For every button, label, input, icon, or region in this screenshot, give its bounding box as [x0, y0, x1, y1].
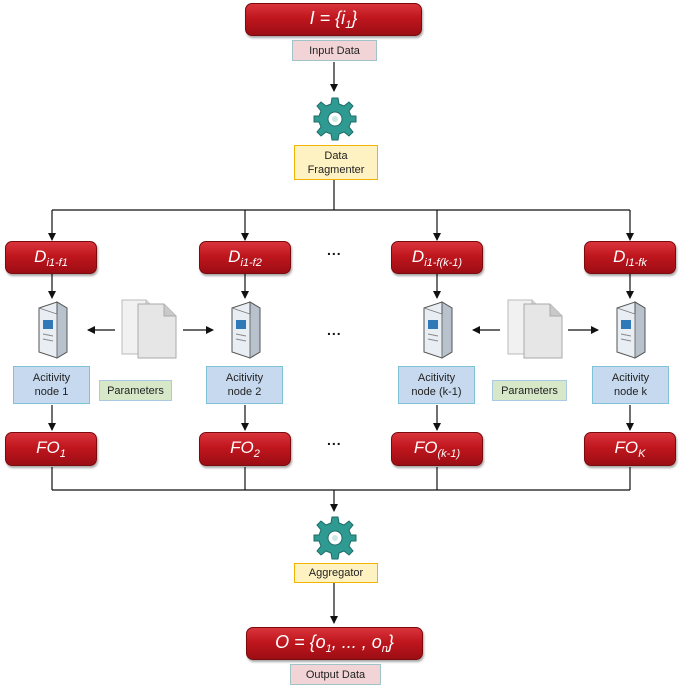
server-icon	[616, 301, 646, 359]
activity-node-1-line1: Acitivity	[32, 372, 71, 384]
fragment-output-1-label: FO1	[36, 438, 66, 460]
fragment-output-2: FO2	[199, 432, 291, 466]
fragment-output-1: FO1	[5, 432, 97, 466]
fragment-box-4: DI1-fk	[584, 241, 676, 274]
documents-icon	[121, 299, 177, 359]
ellipsis-nodes: ...	[327, 322, 342, 338]
activity-node-3: Acitivity node (k-1)	[398, 366, 475, 404]
input-set-box: I = {i1}	[245, 3, 422, 36]
fragment-box-3: Di1-f(k-1)	[391, 241, 483, 274]
server-icon	[423, 301, 453, 359]
activity-node-2-line2: node 2	[227, 386, 262, 398]
output-data-caption: Output Data	[290, 664, 381, 685]
documents-icon	[507, 299, 563, 359]
activity-node-3-line2: node (k-1)	[411, 386, 462, 398]
data-fragmenter-box: Data Fragmenter	[294, 145, 378, 180]
input-set-label: I = {i1}	[309, 8, 358, 31]
parameters-label-1: Parameters	[99, 380, 172, 401]
gear-icon	[313, 516, 357, 560]
server-icon	[231, 301, 261, 359]
activity-node-3-line1: Acitivity	[417, 372, 456, 384]
activity-node-1: Acitivity node 1	[13, 366, 90, 404]
fragment-box-1: Di1-f1	[5, 241, 97, 274]
output-set-box: O = {o1, ... , on}	[246, 627, 423, 660]
activity-node-4: Acitivity node k	[592, 366, 669, 404]
fragment-label-2: Di1-f2	[228, 246, 262, 269]
activity-node-4-line1: Acitivity	[611, 372, 650, 384]
fragment-box-2: Di1-f2	[199, 241, 291, 274]
fragmenter-line2: Fragmenter	[307, 163, 365, 176]
activity-node-1-line2: node 1	[34, 386, 69, 398]
activity-node-2: Acitivity node 2	[206, 366, 283, 404]
fragment-label-4: DI1-fk	[613, 246, 647, 269]
fragment-output-4-label: FOK	[614, 438, 646, 460]
activity-node-4-line2: node k	[613, 386, 648, 398]
fragment-output-3: FO(k-1)	[391, 432, 483, 466]
gear-icon	[313, 97, 357, 141]
ellipsis-fragments: ...	[327, 242, 342, 258]
parameters-label-2: Parameters	[492, 380, 567, 401]
fragment-output-4: FOK	[584, 432, 676, 466]
activity-node-2-line1: Acitivity	[225, 372, 264, 384]
fragment-output-3-label: FO(k-1)	[413, 438, 461, 460]
aggregator-box: Aggregator	[294, 563, 378, 583]
input-data-caption: Input Data	[292, 40, 377, 61]
ellipsis-outputs: ...	[327, 432, 342, 448]
fragmenter-line1: Data	[324, 149, 348, 162]
fragment-label-3: Di1-f(k-1)	[411, 246, 463, 269]
output-set-label: O = {o1, ... , on}	[275, 632, 394, 655]
fragment-output-2-label: FO2	[230, 438, 260, 460]
server-icon	[38, 301, 68, 359]
fragment-label-1: Di1-f1	[34, 246, 68, 269]
